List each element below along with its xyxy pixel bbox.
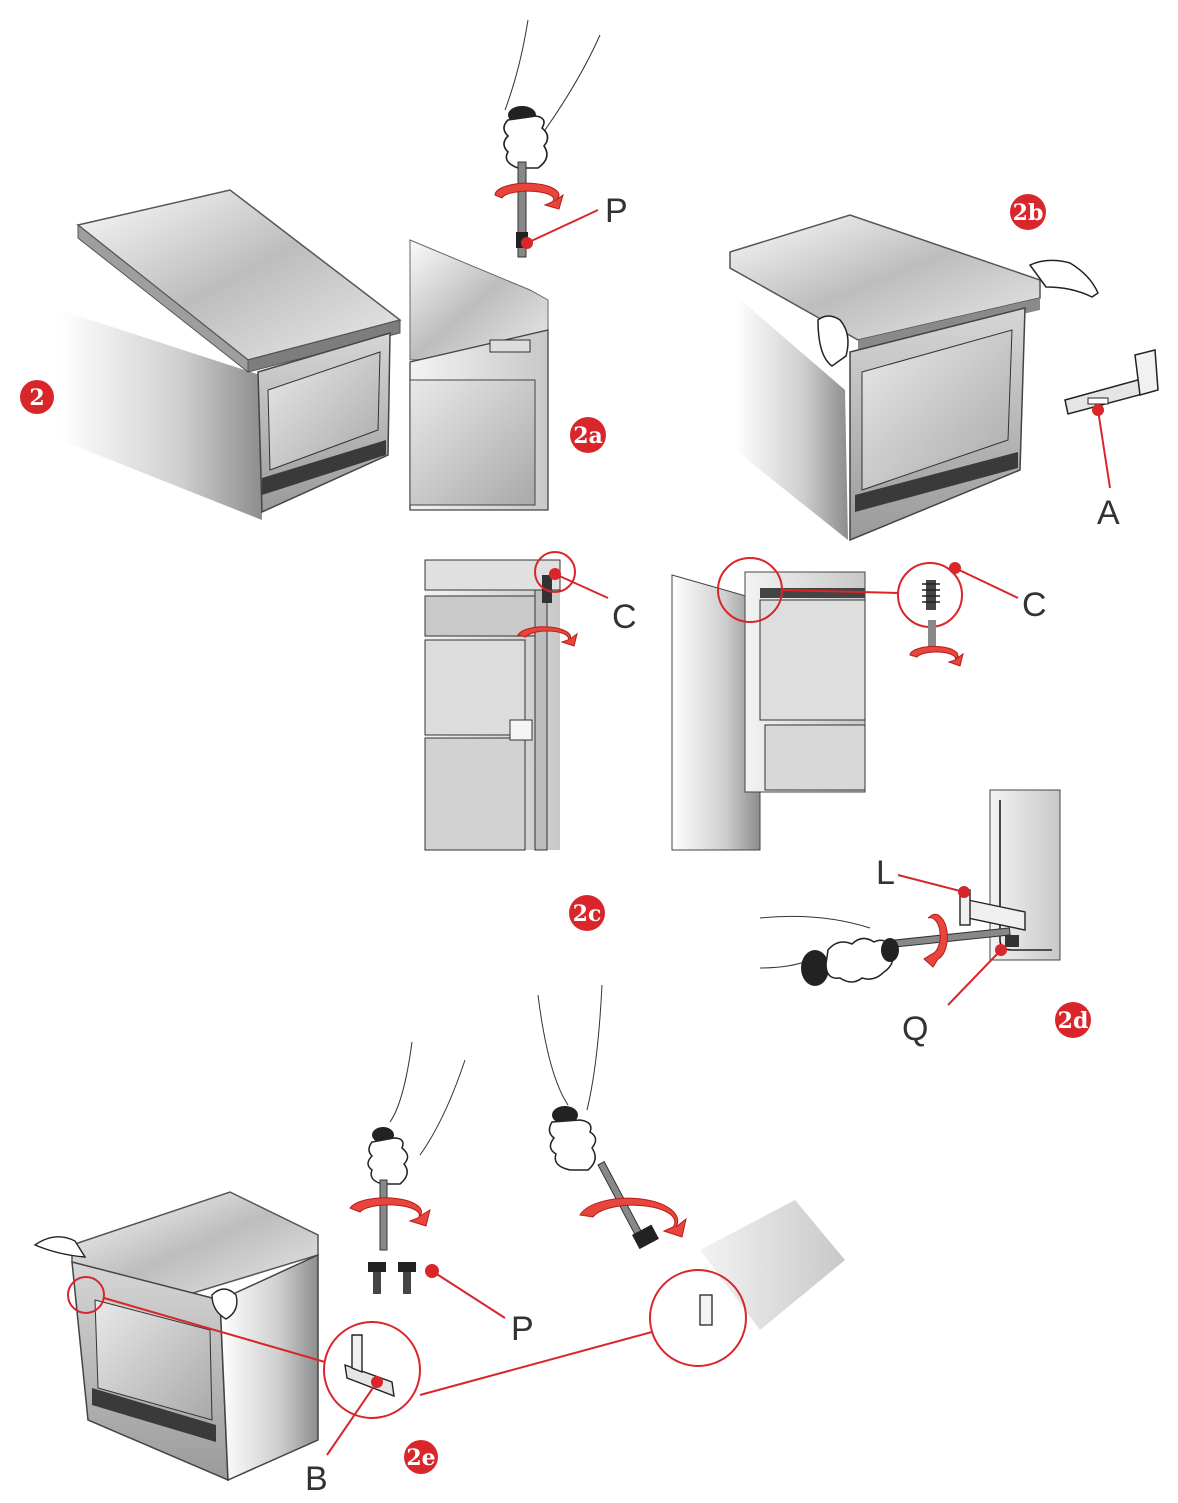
appliance-step-2a: [409, 239, 549, 511]
svg-text:Q: Q: [902, 1010, 928, 1048]
rotation-arrow-icon: [909, 645, 964, 667]
part-label-c-right: C: [949, 562, 1047, 624]
hand-icon: [759, 915, 1011, 986]
svg-text:C: C: [1022, 586, 1047, 624]
cabinet-detail-left: [424, 559, 561, 851]
step-badge-2: 2: [20, 380, 54, 414]
svg-text:P: P: [605, 192, 628, 230]
svg-text:2a: 2a: [573, 423, 603, 449]
screw-icon: [368, 1262, 416, 1294]
rotation-arrow-icon: [494, 182, 564, 210]
svg-text:L: L: [876, 854, 895, 892]
rotation-arrow-icon: [517, 626, 578, 647]
step-badge-2d: 2d: [1055, 1002, 1091, 1038]
rotation-arrow-icon: [579, 1197, 687, 1238]
step-badge-2c: 2c: [569, 895, 605, 931]
magnifier-circle-icon: [649, 1269, 747, 1367]
appliance-step-2: [60, 189, 402, 520]
svg-text:2d: 2d: [1058, 1008, 1089, 1034]
step-badge-2e: 2e: [404, 1440, 438, 1474]
part-label-p-bottom: P: [425, 1264, 534, 1348]
bracket-icon: [344, 1334, 395, 1398]
magnifier-circle-icon: [534, 551, 576, 593]
svg-text:2: 2: [29, 385, 44, 411]
part-label-c-left: C: [549, 568, 637, 636]
step-badge-2b: 2b: [1010, 194, 1046, 230]
svg-text:2e: 2e: [406, 1445, 435, 1471]
screw-icon: [922, 580, 940, 646]
svg-text:2b: 2b: [1013, 200, 1044, 226]
svg-text:B: B: [305, 1460, 328, 1498]
part-label-l: L: [876, 854, 970, 898]
svg-text:2c: 2c: [573, 901, 602, 927]
magnifier-circle-icon: [67, 1276, 105, 1314]
appliance-step-2e: [33, 1191, 319, 1482]
svg-text:A: A: [1097, 494, 1120, 532]
rotation-arrow-icon: [923, 913, 948, 968]
svg-text:P: P: [511, 1310, 534, 1348]
bracket-icon: [1064, 349, 1159, 415]
rotation-arrow-icon: [349, 1197, 431, 1227]
svg-text:C: C: [612, 598, 637, 636]
step-badge-2a: 2a: [570, 417, 606, 453]
part-label-p-top: P: [521, 192, 628, 249]
appliance-step-2b: [729, 214, 1099, 542]
screwdriver-icon: [367, 1041, 466, 1251]
cabinet-detail-right: [671, 571, 866, 851]
part-label-b: B: [305, 1376, 383, 1498]
part-label-q: Q: [902, 944, 1007, 1048]
side-wall-step-2e: [700, 1200, 845, 1330]
part-label-a: A: [1092, 404, 1120, 532]
magnifier-circle-icon: [323, 1321, 421, 1419]
screwdriver-icon: [503, 19, 601, 258]
